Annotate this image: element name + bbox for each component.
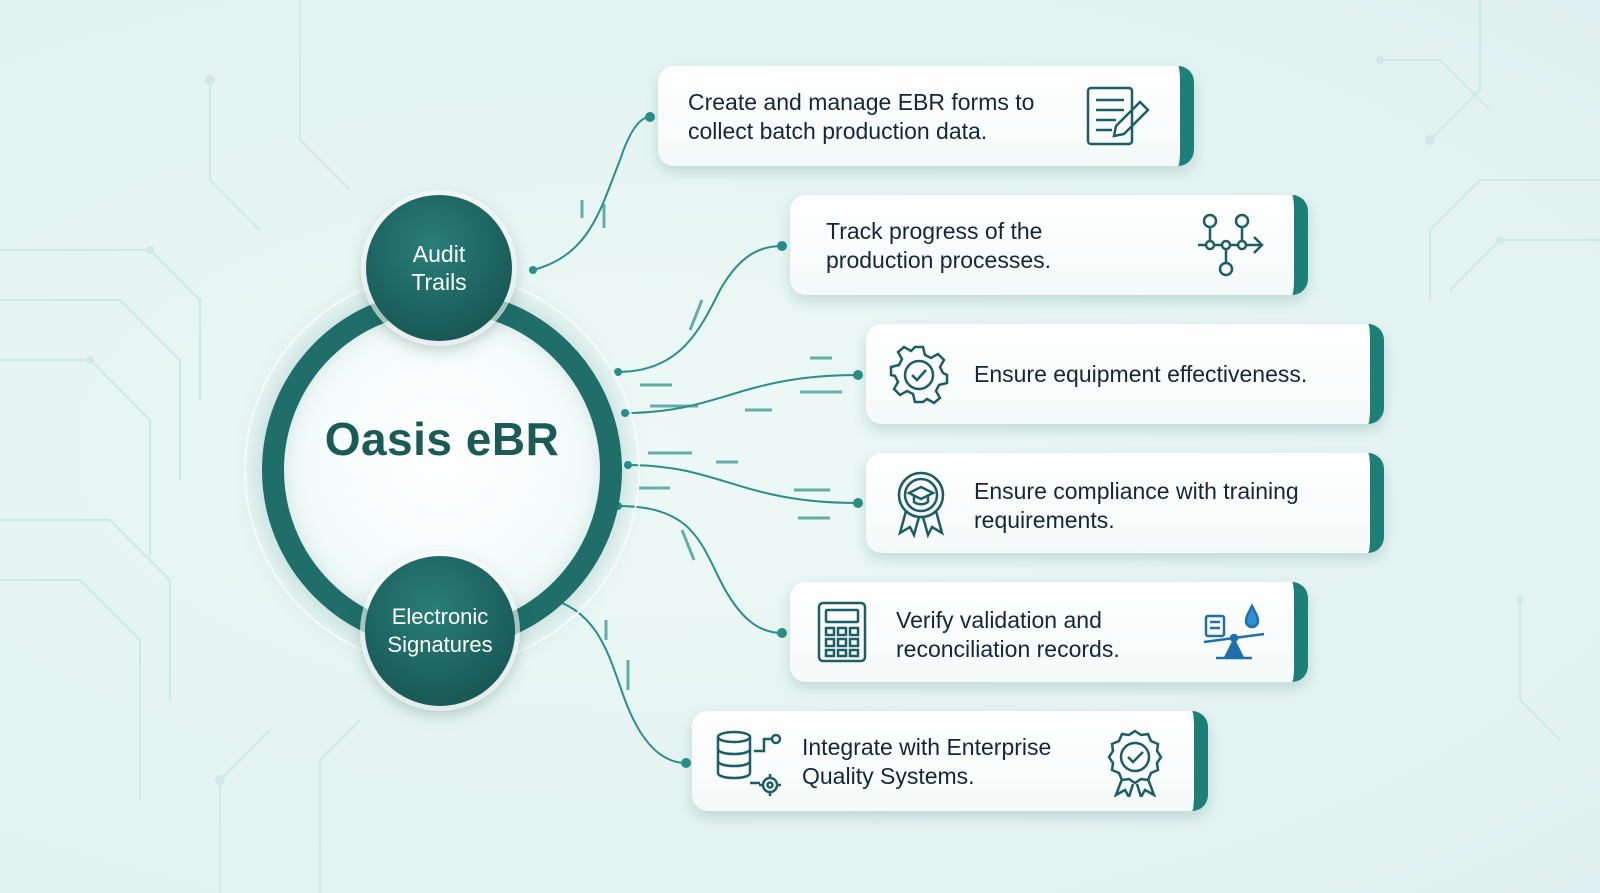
audit-trails-line1: Audit <box>412 241 466 267</box>
graduation-badge-icon <box>892 469 950 539</box>
card-track-progress: Track progress of the production process… <box>790 195 1308 295</box>
award-ribbon-icon <box>1106 729 1164 797</box>
card-training-compliance-line2: requirements. <box>974 507 1115 533</box>
form-edit-icon <box>1084 84 1154 148</box>
audit-trails-line2: Trails <box>411 269 467 295</box>
calculator-icon <box>816 600 870 664</box>
electronic-signatures-line2: Signatures <box>387 632 493 657</box>
card-enterprise-quality: Integrate with Enterprise Quality System… <box>692 711 1208 811</box>
electronic-signatures-node: Electronic Signatures <box>365 556 515 706</box>
card-equipment-effectiveness-line1: Ensure equipment effectiveness. <box>974 361 1308 387</box>
audit-trails-node: Audit Trails <box>366 195 512 341</box>
card-ebr-forms-line2: collect batch production data. <box>688 118 988 144</box>
hub-title: Oasis eBR <box>324 413 560 465</box>
electronic-signatures-line1: Electronic <box>391 604 489 629</box>
card-track-progress-line1: Track progress of the <box>826 218 1043 244</box>
database-gear-icon <box>714 729 786 797</box>
card-training-compliance: Ensure compliance with training requirem… <box>866 453 1384 553</box>
card-enterprise-quality-line2: Quality Systems. <box>802 763 975 789</box>
balance-scale-icon <box>1202 602 1266 662</box>
card-validation-records: Verify validation and reconciliation rec… <box>790 582 1308 682</box>
card-validation-records-line1: Verify validation and <box>896 607 1102 633</box>
gear-check-icon <box>888 344 950 406</box>
card-enterprise-quality-line1: Integrate with Enterprise <box>802 734 1052 760</box>
workflow-icon <box>1196 213 1268 277</box>
card-equipment-effectiveness: Ensure equipment effectiveness. <box>866 324 1384 424</box>
card-ebr-forms-line1: Create and manage EBR forms to <box>688 89 1035 115</box>
card-training-compliance-line1: Ensure compliance with training <box>974 478 1299 504</box>
card-ebr-forms: Create and manage EBR forms to collect b… <box>658 66 1194 166</box>
card-validation-records-line2: reconciliation records. <box>896 636 1120 662</box>
card-track-progress-line2: production processes. <box>826 247 1052 273</box>
